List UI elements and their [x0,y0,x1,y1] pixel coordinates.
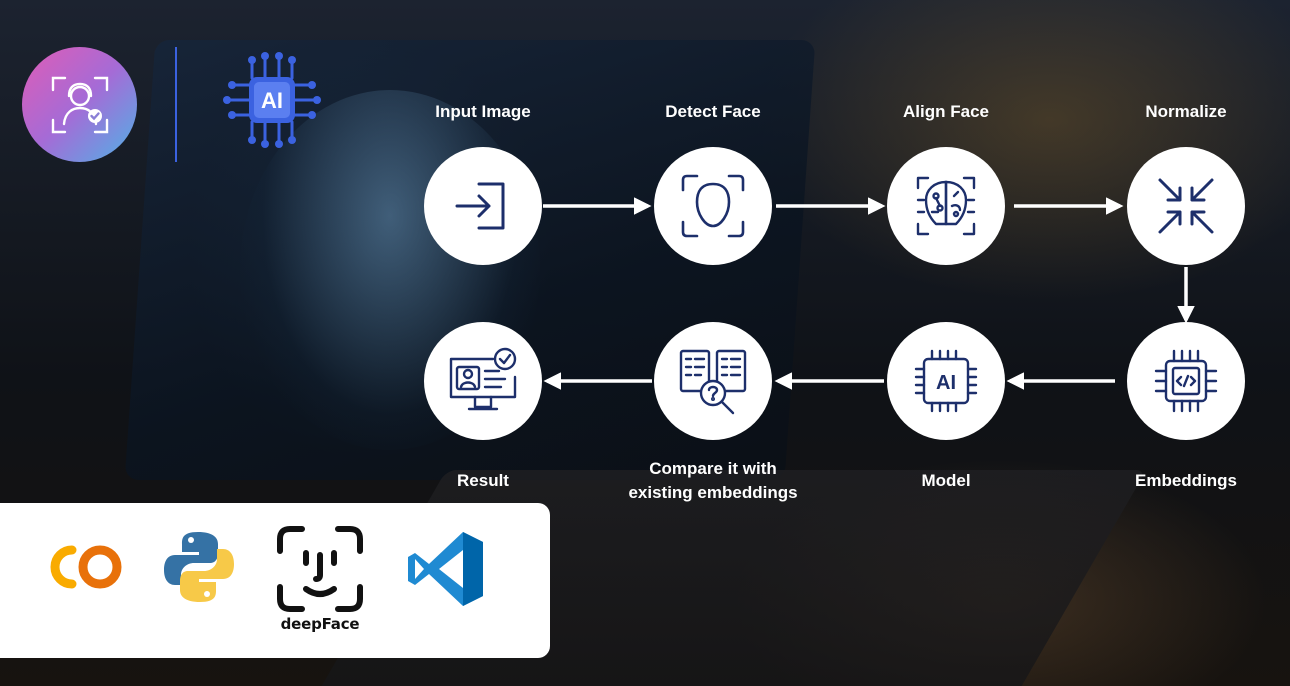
step-label-embeddings: Embeddings [1134,471,1237,490]
colab-icon [50,545,122,589]
step-label-align: Align Face [903,102,989,121]
step-label-result: Result [457,471,509,490]
step-label-compare-line2: existing embeddings [628,483,798,502]
step-node-input [424,147,542,265]
step-node-compare [654,322,772,440]
step-label-model: Model [921,471,971,490]
search-list-icon [679,349,747,415]
step-node-detect [654,147,772,265]
step-node-model: AI [887,322,1005,440]
ai-chip-logo: AI [223,52,321,148]
step-node-result [424,322,542,440]
face-recognition-logo [22,47,137,162]
deepface-wordmark: deepFace [280,615,360,633]
step-node-align [887,147,1005,265]
step-label-input: Input Image [435,102,531,121]
face-recognition-icon [51,76,108,133]
verified-profile-icon [449,347,517,411]
python-icon [164,532,234,602]
deepface-icon [277,526,363,612]
step-node-normalize [1127,147,1245,265]
vscode-icon [408,532,483,606]
step-label-normalize: Normalize [1145,102,1227,121]
step-node-embeddings [1127,322,1245,440]
arrows-inward-icon [1158,178,1214,234]
step-label-compare-line1: Compare it with [649,459,777,478]
face-scan-icon [681,174,745,238]
sign-in-icon [455,182,505,230]
ai-chip-icon: AI [914,349,978,413]
ai-badge-text: AI [261,88,283,113]
model-ai-text: AI [936,372,956,394]
header-divider [175,47,177,162]
tools-panel [0,503,550,658]
code-chip-icon [1154,349,1218,413]
brain-ai-icon [916,176,976,236]
step-label-detect: Detect Face [665,102,761,121]
